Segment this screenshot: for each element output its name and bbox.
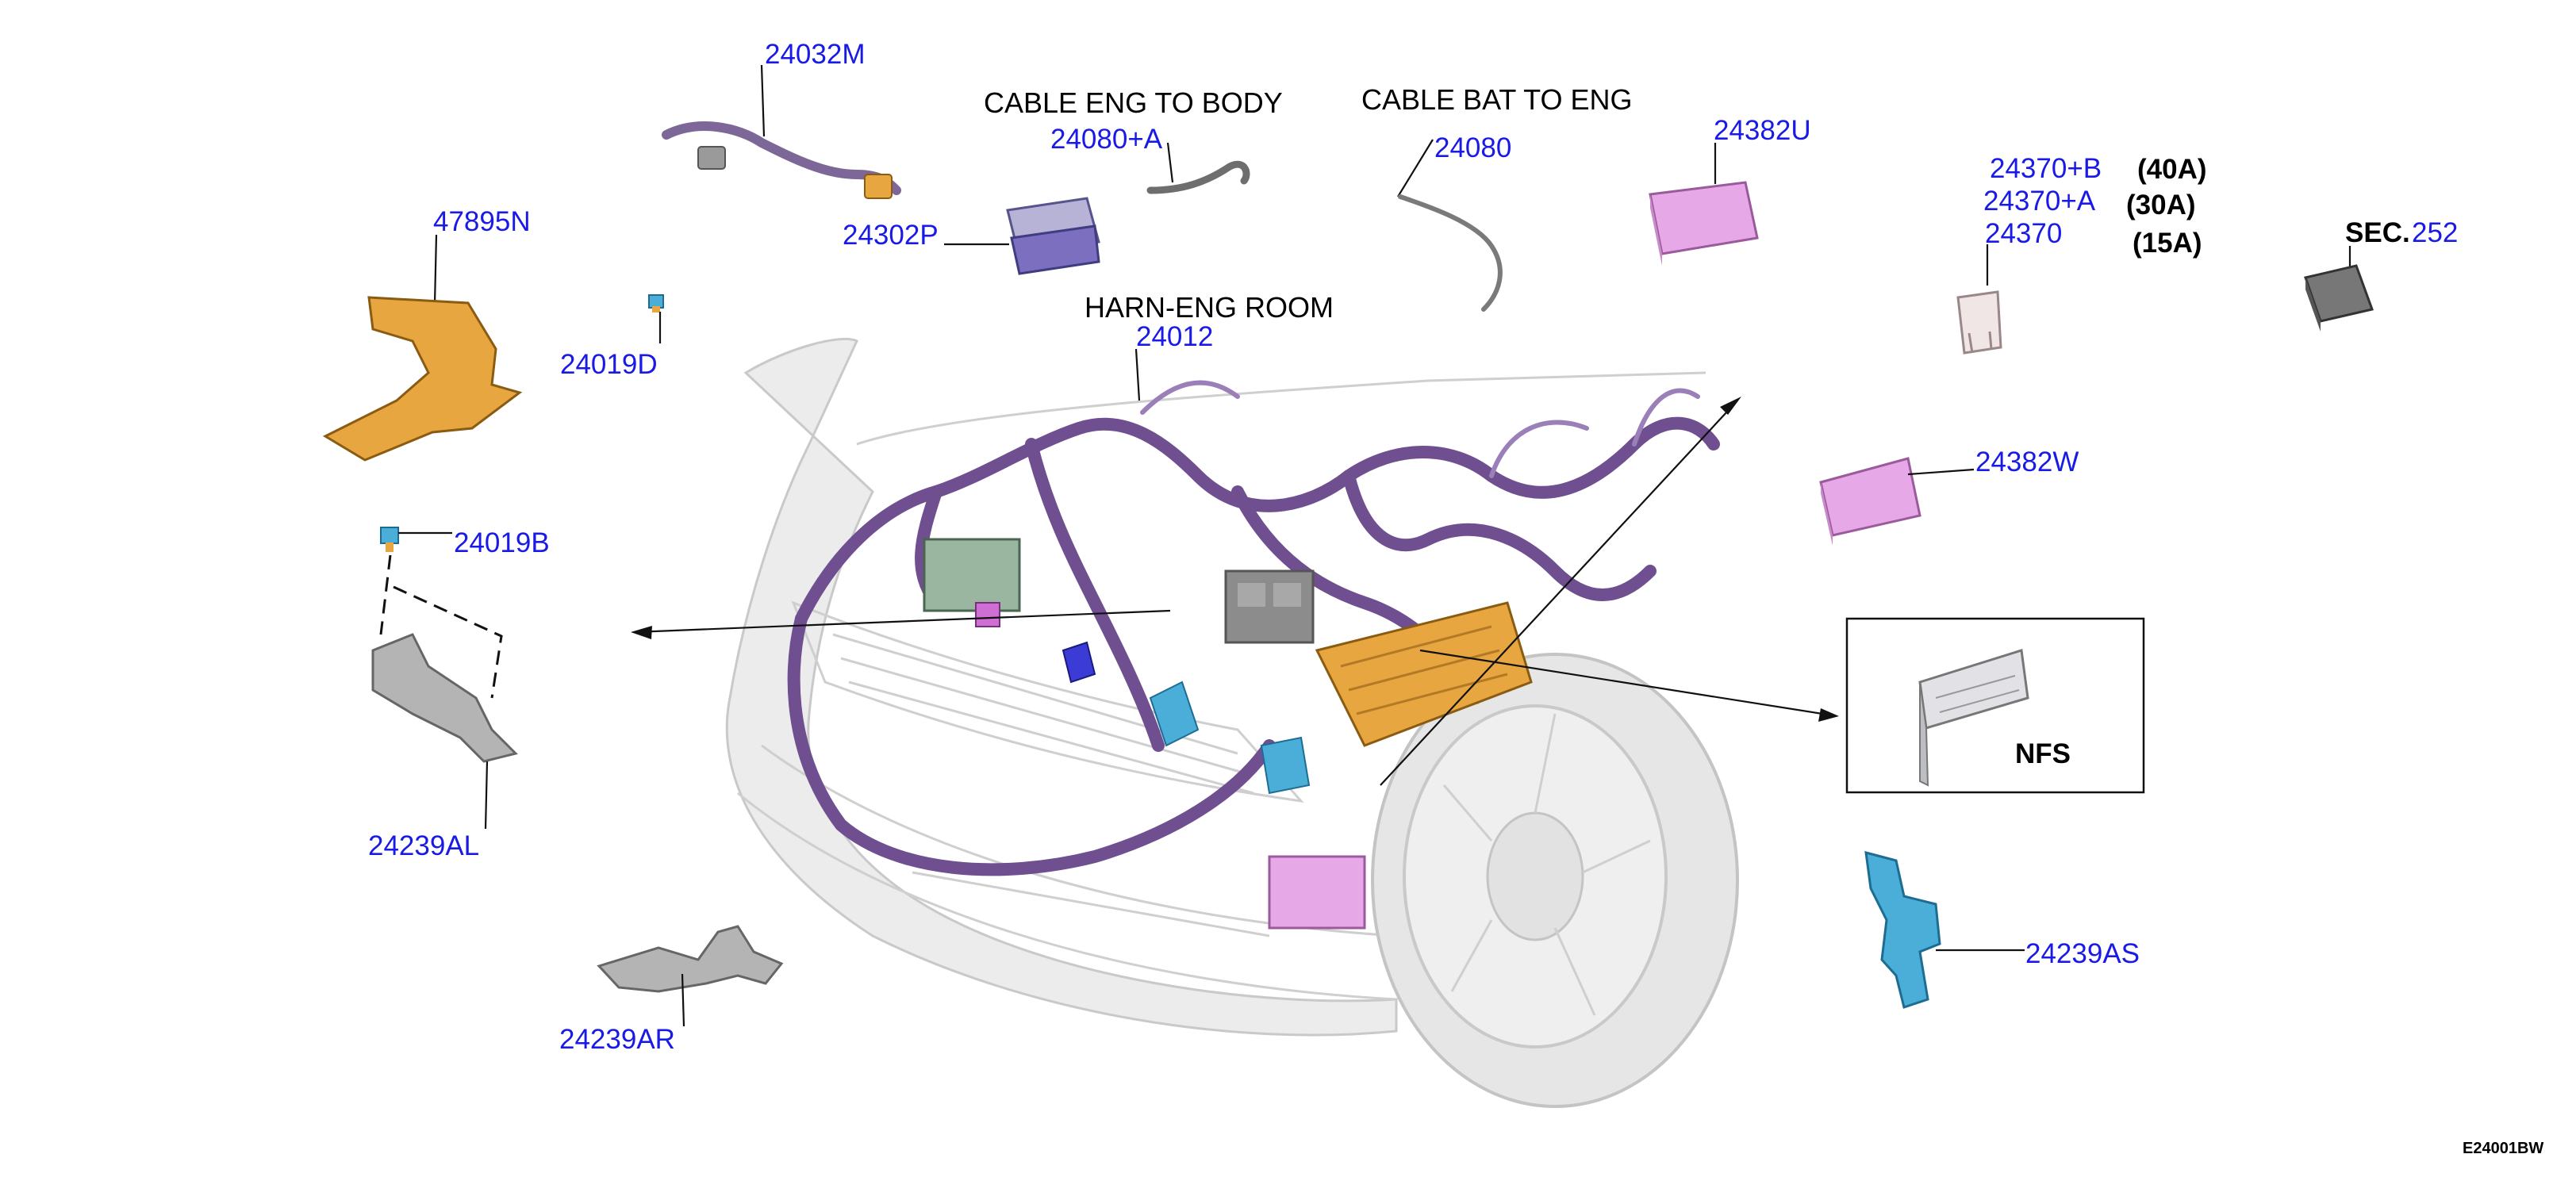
amp-rating-15a: (15A) [2133,228,2202,259]
fuse-24370-icon [1956,290,2002,355]
heading-cable-eng-to-body: CABLE ENG TO BODY [984,86,1283,119]
clip-24019D-icon [648,294,664,312]
heading-cable-bat-to-eng: CABLE BAT TO ENG [1361,83,1632,116]
nfs-connector-icon [1918,649,2029,787]
sec-prefix: SEC. [2345,217,2410,248]
sec-link-252[interactable]: 252 [2412,217,2458,248]
part-label-24370[interactable]: 24370 [1985,218,2062,249]
amp-rating-40a: (40A) [2137,154,2207,185]
bracket-47895N-icon [322,296,523,462]
fuse-24382W-icon [1819,457,1921,546]
part-label-24382W[interactable]: 24382W [1975,447,2079,477]
part-label-24032M[interactable]: 24032M [765,39,865,70]
part-label-24239AL[interactable]: 24239AL [368,830,479,861]
part-label-24382U[interactable]: 24382U [1714,115,1811,146]
diagram-code: E24001BW [2463,1140,2543,1157]
bracket-24239AR-icon [597,925,784,993]
clip-24019B-icon [380,527,399,552]
part-label-24012[interactable]: 24012 [1136,321,1213,352]
cable-24080-icon [1398,194,1503,312]
bracket-24239AS-icon [1864,850,1941,1009]
part-label-24080A[interactable]: 24080+A [1050,124,1163,155]
part-label-24239AR[interactable]: 24239AR [559,1024,675,1055]
vehicle-ghost-illustration [725,337,1739,1108]
part-label-24080[interactable]: 24080 [1434,132,1511,163]
part-label-24239AS[interactable]: 24239AS [2025,938,2140,969]
part-label-47895N[interactable]: 47895N [433,206,531,237]
part-label-24019D[interactable]: 24019D [560,349,658,380]
heading-harn-eng-room: HARN-ENG ROOM [1085,291,1334,324]
cable-24080A-icon [1146,160,1250,194]
cable-24032M-icon [662,121,901,199]
part-label-24370B[interactable]: 24370+B [1990,153,2102,184]
bracket-24239AL-icon [371,633,518,763]
engine-room-harness [787,380,1720,930]
amp-rating-30a: (30A) [2126,190,2196,220]
part-label-24370A[interactable]: 24370+A [1983,186,2096,217]
dashed-assembly-line [379,554,503,699]
callout-arrows [631,397,1839,786]
fuse-24382U-icon [1649,181,1759,266]
part-label-24302P[interactable]: 24302P [843,220,939,251]
part-label-24019B[interactable]: 24019B [454,527,550,558]
nfs-label: NFS [2015,738,2071,769]
module-24302P-icon [1006,197,1100,275]
relay-sec252-icon [2304,264,2374,332]
